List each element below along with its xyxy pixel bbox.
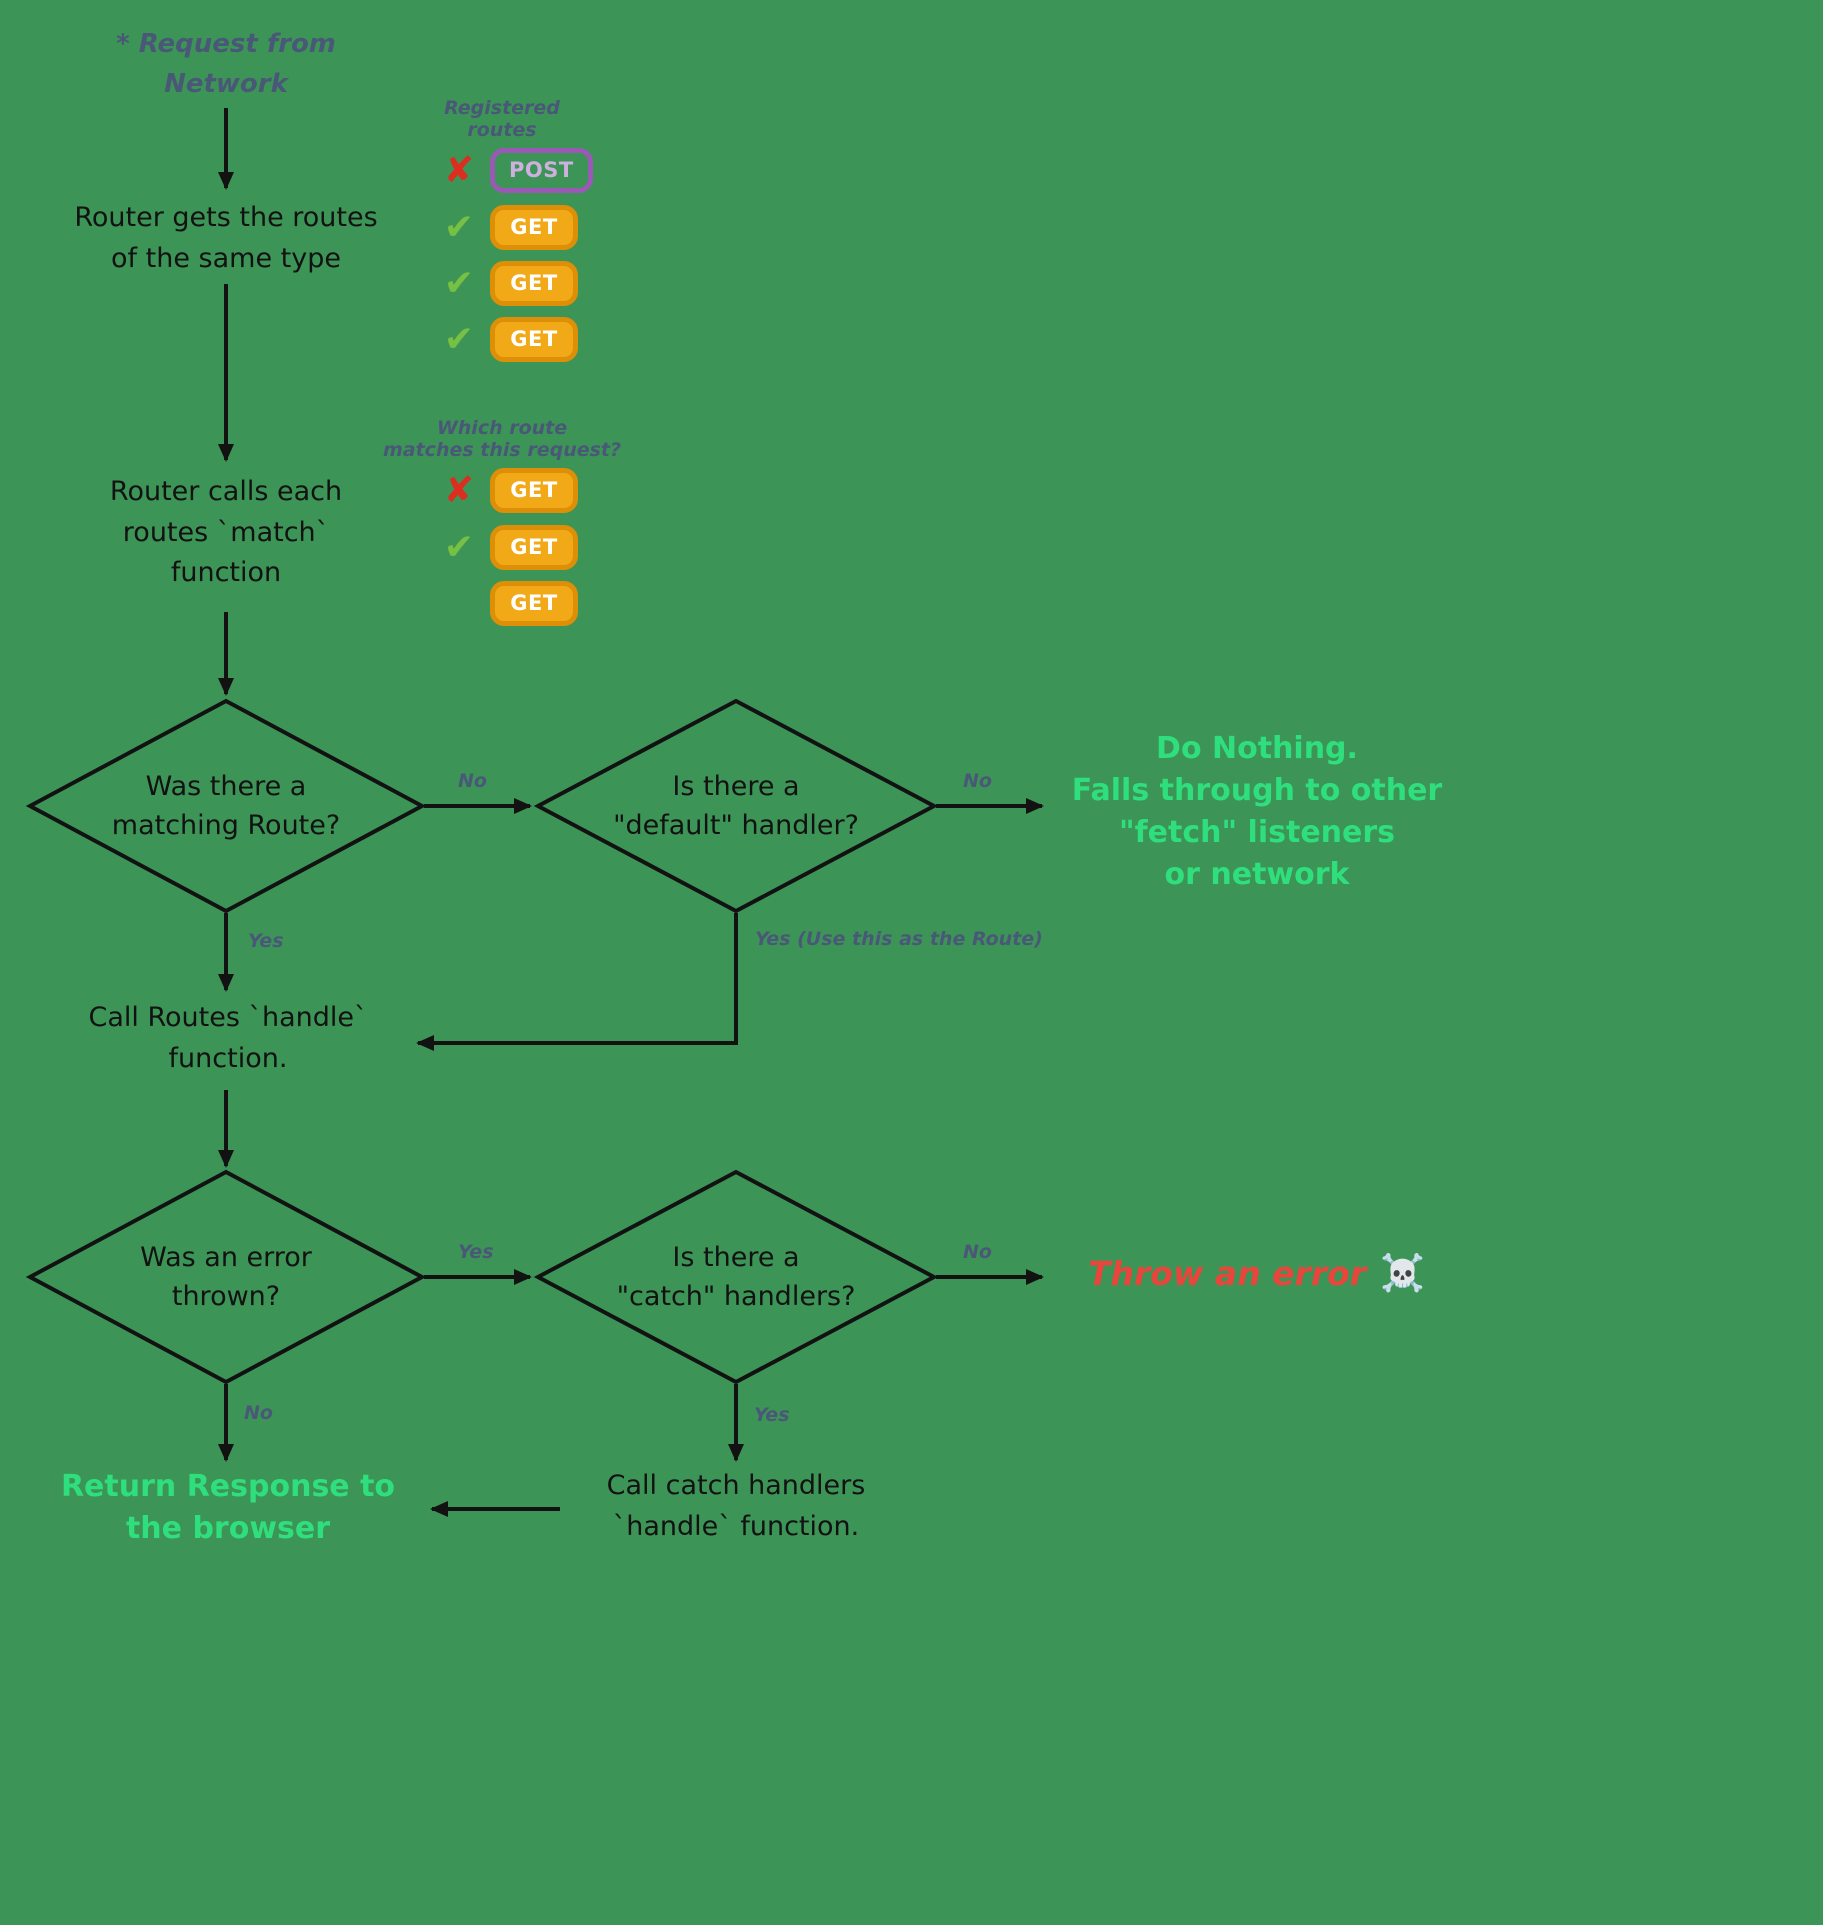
which-route-label: Which route matches this request? [382, 417, 622, 461]
match-route-row: ✔ GET [436, 525, 578, 571]
decision-catch-handler-text: Is there a "catch" handlers? [616, 1241, 856, 1312]
edge-label-no: No [458, 770, 487, 792]
request-from-network-note: * Request from Network [116, 29, 336, 100]
edge-label-no: No [963, 1241, 992, 1263]
call-catch-handlers-node: Call catch handlers `handle` function. [606, 1470, 866, 1542]
edge-label-yes: Yes [754, 1404, 790, 1426]
call-routes-handle-node: Call Routes `handle` function. [88, 1002, 368, 1074]
method-badge-get: GET [490, 205, 578, 251]
method-badge-get: GET [490, 468, 578, 514]
match-route-row: ✘ GET [436, 468, 578, 514]
decision-matching-route-text: Was there a matching Route? [111, 770, 341, 841]
method-badge-get: GET [490, 525, 578, 571]
decision-default-handler-text: Is there a "default" handler? [613, 770, 859, 841]
method-badge-get: GET [490, 261, 578, 307]
check-icon: ✔ [443, 526, 475, 568]
check-icon: ✔ [443, 206, 475, 248]
decision-default-handler-shape [533, 698, 939, 914]
edge-label-yes: Yes [458, 1241, 494, 1263]
edge-label-yes-use-route: Yes (Use this as the Route) [755, 928, 1043, 950]
method-badge-get: GET [490, 317, 578, 363]
x-icon: ✘ [443, 149, 475, 191]
registered-routes-label: Registered routes [444, 97, 560, 141]
throw-error-text: Throw an error [1088, 1254, 1367, 1293]
throw-error-outcome: Throw an error ☠️ [1088, 1254, 1425, 1293]
check-icon: ✔ [443, 262, 475, 304]
match-route-row: GET [436, 581, 578, 627]
registered-route-row: ✔ GET [436, 261, 578, 307]
method-badge-get: GET [490, 581, 578, 627]
registered-route-row: ✘ POST [436, 148, 593, 194]
router-gets-routes-node: Router gets the routes of the same type [74, 202, 378, 274]
decision-error-thrown-shape [25, 1169, 427, 1385]
edge-label-no: No [244, 1402, 273, 1424]
arrow-yes-use-route [416, 913, 738, 1051]
method-badge-post: POST [490, 148, 593, 194]
registered-route-row: ✔ GET [436, 317, 578, 363]
check-icon: ✔ [443, 318, 475, 360]
edge-label-no: No [963, 770, 992, 792]
router-calls-match-node: Router calls each routes `match` functio… [109, 476, 343, 588]
edge-label-yes: Yes [248, 930, 284, 952]
return-response-outcome: Return Response to the browser [60, 1469, 396, 1546]
decision-error-thrown-text: Was an error thrown? [140, 1241, 312, 1312]
decision-catch-handler-shape [533, 1169, 939, 1385]
skull-icon: ☠️ [1380, 1252, 1425, 1294]
decision-matching-route-shape [25, 698, 427, 914]
registered-route-row: ✔ GET [436, 205, 578, 251]
do-nothing-outcome: Do Nothing. Falls through to other "fetc… [1071, 731, 1443, 892]
x-icon: ✘ [443, 469, 475, 511]
